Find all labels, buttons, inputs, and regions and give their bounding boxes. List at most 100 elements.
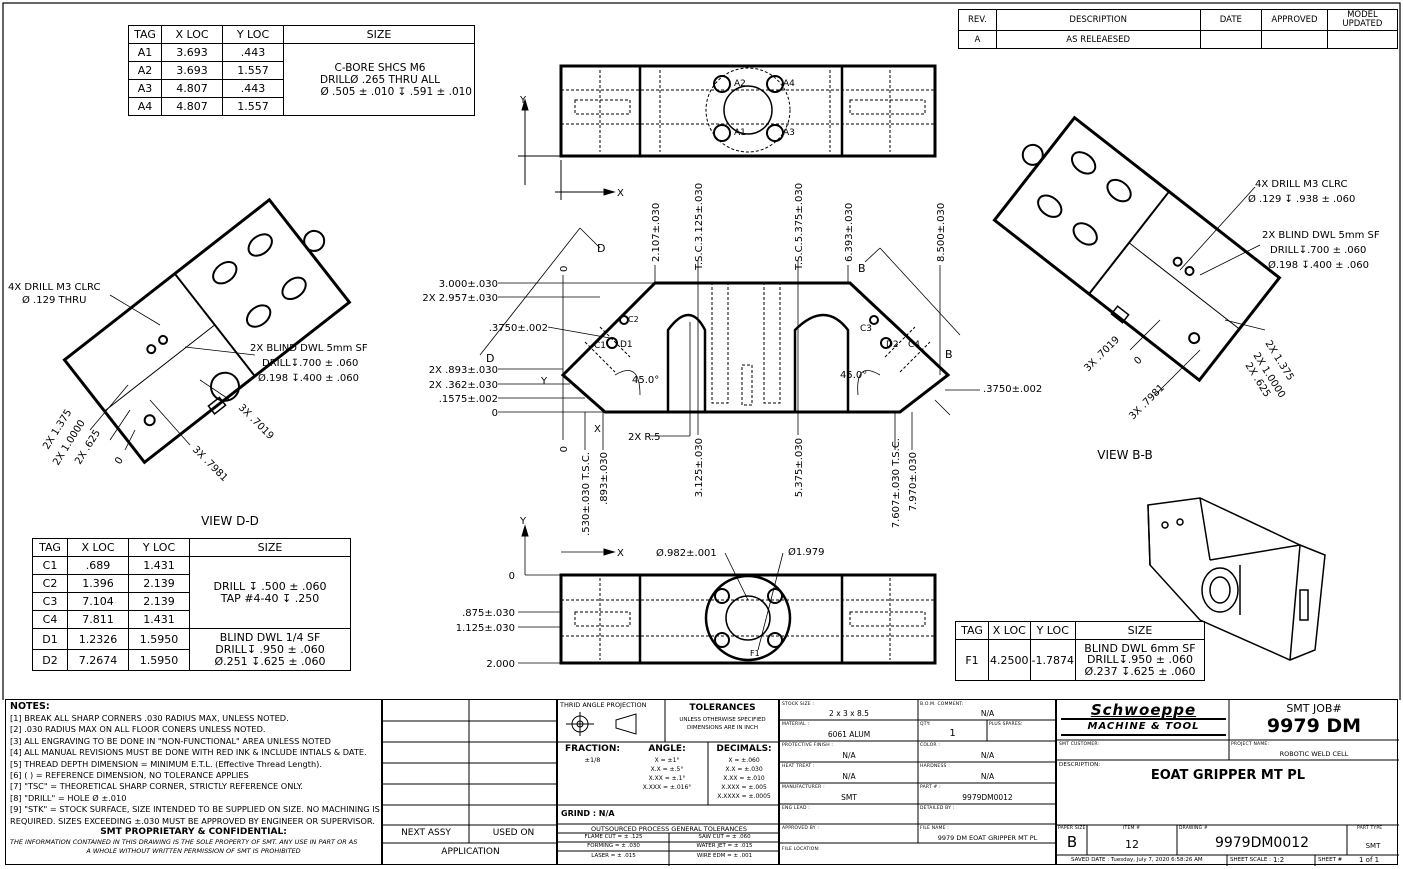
tag-c3: C3 [860,324,872,334]
top-y-axis-label: Y [519,95,527,106]
tol-subtitle-2: DIMENSIONS ARE IN INCH [687,725,758,731]
dim-8500: 8.500±.030 [936,203,947,262]
bb-dwl-line1: 2X BLIND DWL 5mm SF [1262,230,1380,241]
logo-top: Schwoeppe [1090,701,1197,719]
tolerance-grid [558,700,780,866]
dim-3750-right: .3750±.002 [983,384,1042,395]
paper-size-label: PAPER SIZE [1058,826,1086,831]
ht-a-cell: A2 [128,61,162,80]
dim-2957: 2X 2.957±.030 [422,293,498,304]
front-x-axis-label: X [594,424,601,435]
ht-cd-size-d: BLIND DWL 1/4 SF DRILL↧ .950 ± .060 Ø.25… [189,628,351,671]
ht-cd-cell: 1.5950 [128,649,190,671]
ht-cd-size-d-line2: DRILL↧ .950 ± .060 [215,642,325,656]
hole-table-a: TAG X LOC Y LOC SIZE A1 3.693 .443 C-BOR… [128,25,475,116]
bb-drill-line1: 4X DRILL M3 CLRC [1255,179,1347,190]
finish-value: N/A [842,751,856,760]
tag-c4: C4 [908,340,920,350]
item-value: 12 [1125,838,1139,851]
angle-value-1: X = ±1° [654,757,680,764]
file-name-label: FILE NAME : [920,826,950,831]
decimal-value-5: X.XXXX = ±.0005 [717,793,771,800]
ht-cd-cell: 1.431 [128,556,190,575]
plus-spares-label: PLUS SPARES: [989,722,1023,727]
fraction-title: FRACTION: [565,744,620,754]
ht-f-cell: -1.7874 [1029,639,1076,681]
ht-a-size-line2: DRILLØ .265 THRU ALL [319,73,440,86]
outsourced-waterjet: WATER JET = ± .015 [696,843,753,849]
rev-header: REV. [958,9,997,31]
angle-title: ANGLE: [648,744,686,754]
sheet-number-value: 1 of 1 [1359,856,1380,864]
outsourced-forming: FORMING = ± .030 [587,843,640,849]
approved-by-label: APPROVED BY : [782,826,820,831]
dim-5375-bottom: 5.375±.030 [794,438,805,497]
dd-dim-7981: 3X .7981 [190,444,230,484]
front-y-axis-label: Y [540,376,548,387]
drawing-views: Y X A2 A4 A1 A3 [2,2,1401,700]
rev-row-date [1199,30,1263,49]
ht-cd-cell: 7.2674 [67,649,129,671]
bottom-y-axis-label: Y [519,516,527,527]
bb-dim-7981: 3X .7981 [1127,383,1167,423]
dim-5375-top: T.S.C.5.375±.030 [794,183,805,271]
ht-cd-cell: 2.139 [128,592,190,611]
isometric-view [1147,497,1326,661]
ht-a-cell: 1.557 [222,61,284,80]
description-label: DESCRIPTION: [1059,762,1101,768]
dd-drill-line1: 4X DRILL M3 CLRC [8,282,100,293]
projection-label: THRID ANGLE PROJECTION [560,701,647,709]
dim-2000: 2.000 [486,659,515,670]
bottom-view [518,524,937,665]
ht-a-cell: 4.807 [161,79,223,98]
section-b-bottom: B [945,348,953,361]
ht-cd-cell: 1.431 [128,610,190,629]
view-bb [992,115,1282,383]
ht-a-cell: 4.807 [161,97,223,116]
rev-date-header: DATE [1199,9,1263,31]
bom-comment-value: N/A [980,709,995,718]
angle-value-4: X.XXX = ±.016° [642,784,692,791]
dim-3125-bottom: 3.125±.030 [694,438,705,497]
ht-cd-cell: D2 [32,649,68,671]
dim-3125-top: T.S.C.3.125±.030 [694,183,705,271]
manufacturer-value: SMT [841,793,857,802]
tag-c2: C2 [628,315,639,324]
note-9: [9] "STK" = STOCK SURFACE, SIZE INTENDED… [10,804,380,815]
ht-a-cell: 1.557 [222,97,284,116]
dim-2107: 2.107±.030 [651,203,662,262]
hole-table-cd: TAG X LOC Y LOC SIZE C1 .689 1.431 DRILL… [32,538,351,671]
ht-f-cell: F1 [955,639,989,681]
note-7: [7] "TSC" = THEORETICAL SHARP CORNER, ST… [10,781,303,792]
saved-date: SAVED DATE : Tuesday, July 7, 2020 6:58:… [1071,857,1203,863]
tag-a4: A4 [783,79,795,89]
ht-cd-cell: 1.5950 [128,628,190,650]
dim-530: .530±.030 T.S.C. [581,452,592,536]
ht-a-size-line1: C-BORE SHCS M6 [334,61,426,74]
ht-cd-y-header: Y LOC [128,538,190,557]
bom-comment-label: B.O.M. COMMENT: [920,702,964,707]
note-6: [6] ( ) = REFERENCE DIMENSION, NO TOLERA… [10,770,249,781]
tag-f1: F1 [750,649,760,658]
grind-label: GRIND : N/A [561,809,615,818]
ht-a-cell: A3 [128,79,162,98]
material-grid [780,700,1057,844]
qty-label: QTY: [920,722,931,727]
drawing-label: DRAWING # [1179,826,1208,831]
decimals-title: DECIMALS: [716,744,772,754]
ht-f-y-header: Y LOC [1029,621,1076,640]
dim-893-bottom: .893±.030 [599,452,610,505]
dim-dia-1979: Ø1.979 [788,546,825,558]
qty-value: 1 [949,728,956,739]
stock-size-label: STOCK SIZE : [782,702,815,707]
ht-cd-cell: D1 [32,628,68,650]
drawing-value: 9979DM0012 [1214,835,1310,851]
note-1: [1] BREAK ALL SHARP CORNERS .030 RADIUS … [10,713,289,723]
angle-left: 45.0° [632,375,659,386]
angle-value-3: X.XX = ±.1° [648,775,686,782]
ht-a-tag-header: TAG [128,25,162,44]
proprietary-title: SMT PROPRIETARY & CONFIDENTIAL: [100,827,287,838]
angle-right: 45.0° [840,370,867,381]
title-block: Schwoeppe MACHINE & TOOL SMT JOB# 9979 D… [1056,699,1399,866]
decimal-value-3: X.XX = ±.010 [723,775,765,782]
